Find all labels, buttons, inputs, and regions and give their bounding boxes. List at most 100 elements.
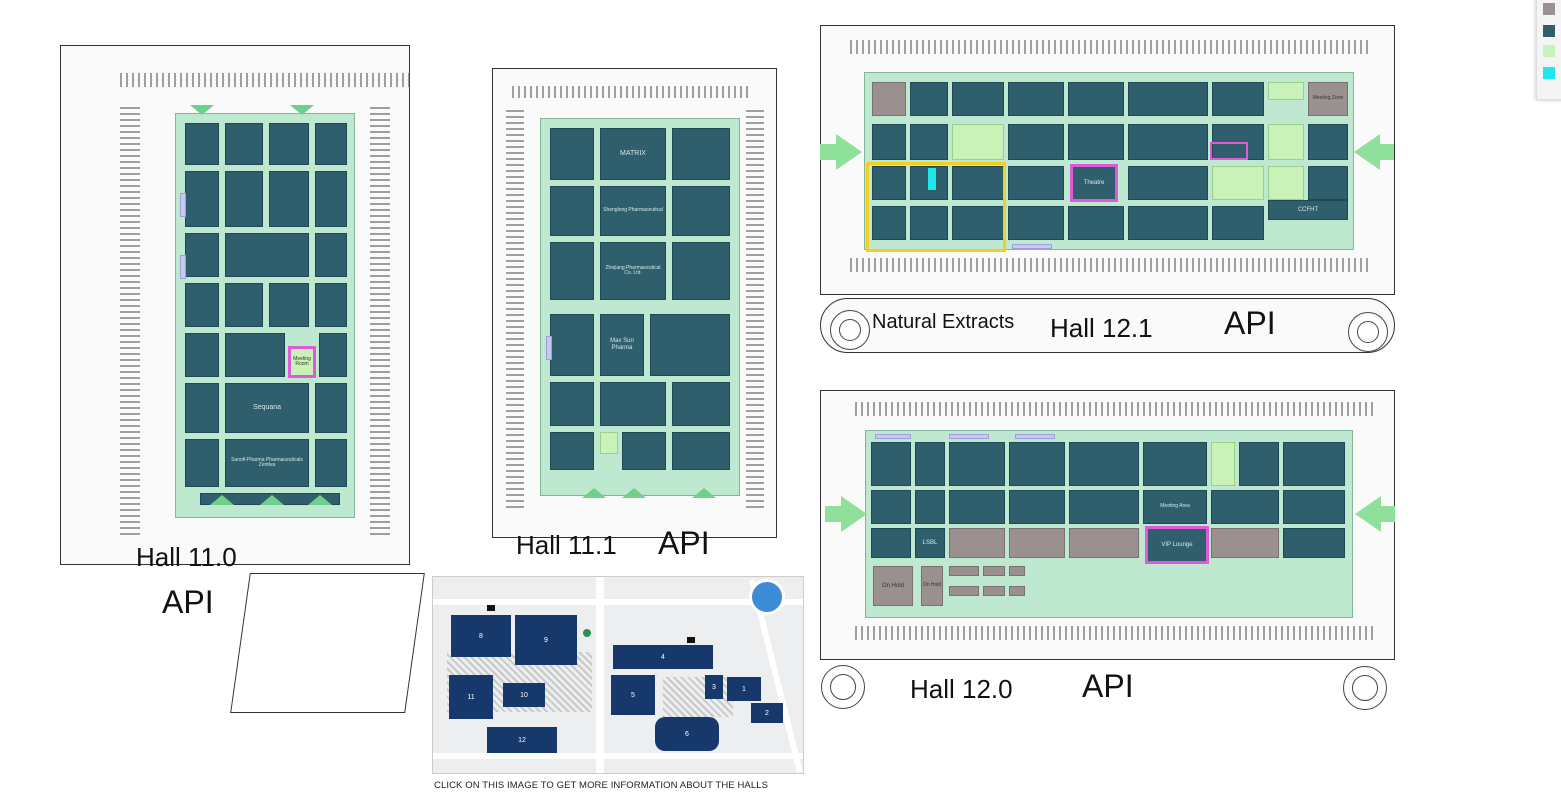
- booth[interactable]: [871, 490, 911, 524]
- booth[interactable]: [952, 82, 1004, 116]
- booth[interactable]: [185, 333, 219, 377]
- hall-12-0-map[interactable]: Meeting Area LSBL VIP Lounge On Hold On …: [815, 390, 1400, 725]
- booth[interactable]: [1212, 206, 1264, 240]
- booth[interactable]: [1008, 82, 1064, 116]
- booth-lsbl[interactable]: LSBL: [915, 528, 945, 558]
- booth[interactable]: [269, 171, 309, 227]
- site-hall-11[interactable]: 11: [449, 675, 493, 719]
- site-map-caption[interactable]: CLICK ON THIS IMAGE TO GET MORE INFORMAT…: [434, 780, 769, 791]
- booth[interactable]: [983, 566, 1005, 576]
- booth[interactable]: [672, 242, 730, 300]
- booth[interactable]: [910, 206, 948, 240]
- booth[interactable]: [225, 233, 309, 277]
- booth[interactable]: [871, 528, 911, 558]
- booth[interactable]: [1068, 124, 1124, 160]
- booth[interactable]: [672, 432, 730, 470]
- site-hall-5[interactable]: 5: [611, 675, 655, 715]
- booth[interactable]: [315, 383, 347, 433]
- booth[interactable]: [1068, 206, 1124, 240]
- booth[interactable]: [952, 206, 1004, 240]
- booth[interactable]: [550, 186, 594, 236]
- booth[interactable]: [1128, 124, 1208, 160]
- booth[interactable]: [1008, 124, 1064, 160]
- booth[interactable]: [949, 586, 979, 596]
- booth[interactable]: [600, 382, 666, 426]
- highlighted-booth[interactable]: [288, 346, 316, 378]
- booth-ccfht[interactable]: CCFHT: [1268, 200, 1348, 220]
- booth[interactable]: [550, 432, 594, 470]
- booth[interactable]: [1009, 586, 1025, 596]
- booth[interactable]: [1068, 82, 1124, 116]
- booth[interactable]: [600, 432, 618, 454]
- booth[interactable]: [915, 490, 945, 524]
- booth[interactable]: [185, 439, 219, 487]
- highlighted-booth-theatre[interactable]: [1070, 164, 1118, 202]
- booth[interactable]: [315, 283, 347, 327]
- booth[interactable]: [910, 82, 948, 116]
- booth[interactable]: [315, 233, 347, 277]
- site-hall-6[interactable]: 6: [655, 717, 719, 751]
- booth[interactable]: [1308, 166, 1348, 200]
- booth-zentiva[interactable]: Sanofi-Pharma Pharmaceuticals Zentiva: [225, 439, 309, 487]
- booth[interactable]: [872, 166, 906, 200]
- hall-12-1-label[interactable]: Hall 12.1: [1050, 313, 1153, 343]
- booth[interactable]: [1268, 82, 1304, 100]
- booth[interactable]: [1283, 490, 1345, 524]
- hall-11-0-label[interactable]: Hall 11.0: [136, 542, 237, 572]
- booth[interactable]: [1069, 490, 1139, 524]
- site-hall-10[interactable]: 10: [503, 683, 545, 707]
- booth[interactable]: [1212, 166, 1264, 200]
- booth[interactable]: [1283, 442, 1345, 486]
- booth[interactable]: [949, 528, 1005, 558]
- booth-on-hold[interactable]: On Hold: [873, 566, 913, 606]
- hall-12-1-api-label[interactable]: API: [1224, 305, 1276, 341]
- booth-shenglong[interactable]: Shenglong Pharmaceutical: [600, 186, 666, 236]
- site-hall-9[interactable]: 9: [515, 615, 577, 665]
- booth[interactable]: [315, 439, 347, 487]
- booth[interactable]: [1069, 442, 1139, 486]
- booth[interactable]: [952, 124, 1004, 160]
- hall-12-0-api-label[interactable]: API: [1082, 668, 1134, 704]
- booth[interactable]: [1069, 528, 1139, 558]
- booth-matrix[interactable]: MATRIX: [600, 128, 666, 180]
- booth[interactable]: [1143, 442, 1207, 486]
- booth[interactable]: [225, 171, 263, 227]
- hall-11-1-api-label[interactable]: API: [658, 525, 710, 561]
- booth[interactable]: [1128, 166, 1208, 200]
- natural-extracts-label[interactable]: Natural Extracts: [872, 311, 1015, 333]
- booth[interactable]: [650, 314, 730, 376]
- booth[interactable]: [622, 432, 666, 470]
- booth[interactable]: [672, 382, 730, 426]
- site-hall-1[interactable]: 1: [727, 677, 761, 701]
- site-hall-12[interactable]: 12: [487, 727, 557, 753]
- booth[interactable]: [315, 171, 347, 227]
- booth[interactable]: [269, 283, 309, 327]
- booth[interactable]: [1268, 124, 1304, 160]
- booth[interactable]: [1128, 82, 1208, 116]
- booth[interactable]: [871, 442, 911, 486]
- hall-11-1-map[interactable]: MATRIX Shenglong Pharmaceutical Zhejiang…: [492, 68, 782, 568]
- booth[interactable]: [1283, 528, 1345, 558]
- booth[interactable]: [1212, 82, 1264, 116]
- booth[interactable]: [952, 166, 1004, 200]
- booth[interactable]: [550, 128, 594, 180]
- booth[interactable]: [1009, 442, 1065, 486]
- highlight-cell[interactable]: [928, 168, 936, 190]
- booth[interactable]: [550, 242, 594, 300]
- booth[interactable]: [185, 171, 219, 227]
- booth[interactable]: [1211, 442, 1235, 486]
- booth[interactable]: [949, 566, 979, 576]
- booth[interactable]: [949, 490, 1005, 524]
- booth-on-hold[interactable]: On Hold: [921, 566, 943, 606]
- booth[interactable]: [1239, 442, 1279, 486]
- site-hall-2[interactable]: 2: [751, 703, 783, 723]
- booth[interactable]: [1308, 124, 1348, 160]
- booth[interactable]: [269, 123, 309, 165]
- booth[interactable]: [550, 382, 594, 426]
- booth[interactable]: [185, 283, 219, 327]
- hall-12-1-map[interactable]: Meeting Zone Theatre CCFHT: [820, 20, 1400, 365]
- booth[interactable]: [1211, 528, 1279, 558]
- booth[interactable]: [1008, 166, 1064, 200]
- booth[interactable]: [185, 233, 219, 277]
- booth[interactable]: [1128, 206, 1208, 240]
